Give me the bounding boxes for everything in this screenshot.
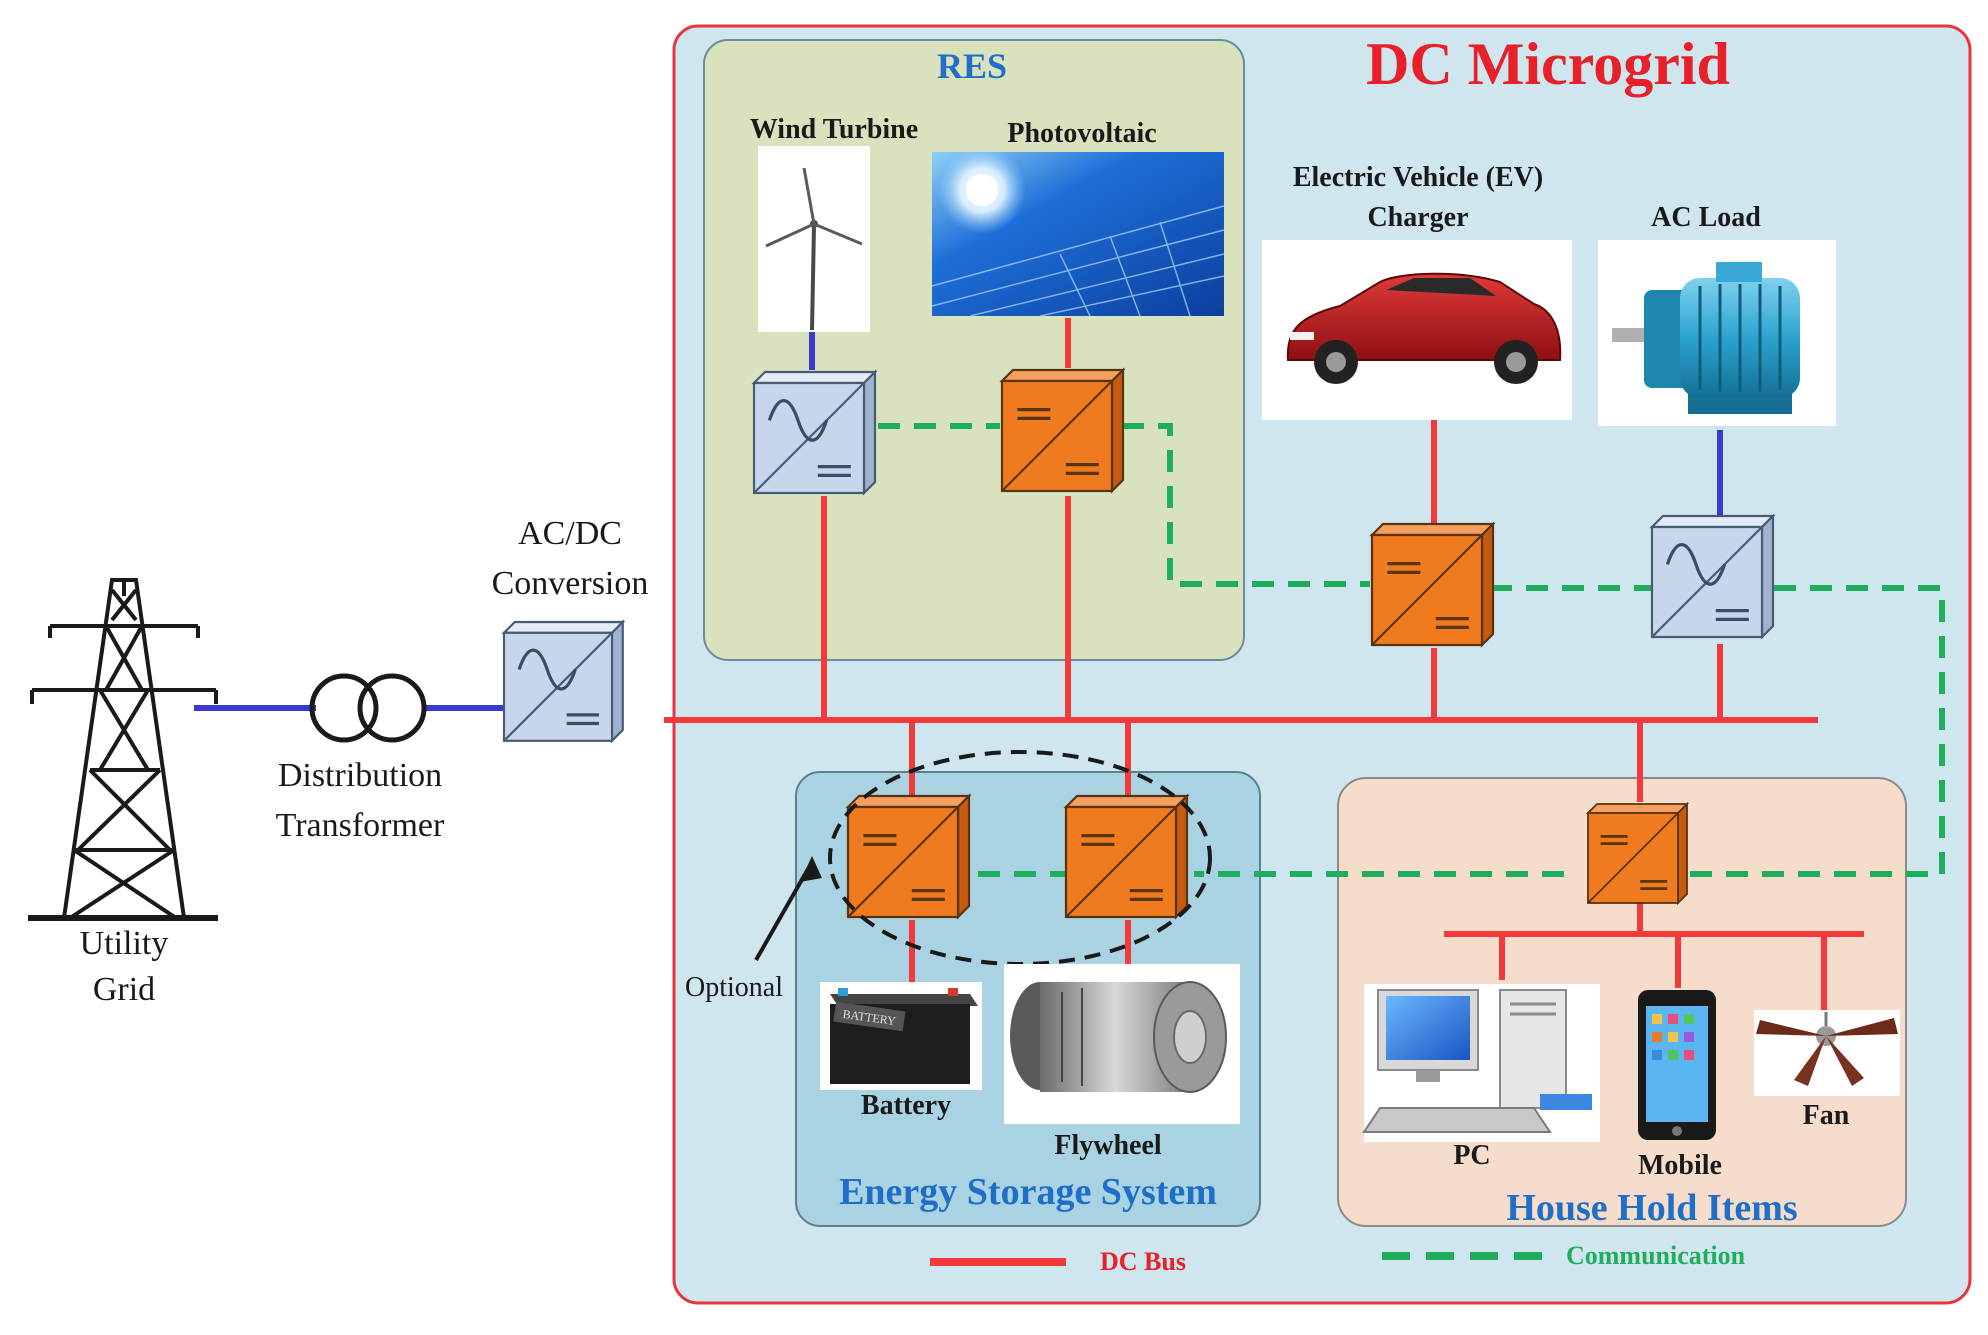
flywheel-image xyxy=(1004,964,1240,1124)
battery-label: Battery xyxy=(861,1090,951,1121)
optional-label: Optional xyxy=(685,972,783,1003)
page-title: DC Microgrid xyxy=(1366,31,1730,97)
ess-label: Energy Storage System xyxy=(839,1171,1217,1213)
flywheel-label: Flywheel xyxy=(1054,1130,1162,1161)
transformer-icon xyxy=(309,673,427,743)
transformer-label-1: Distribution xyxy=(278,757,442,794)
household-label: House Hold Items xyxy=(1506,1187,1797,1229)
pc-image xyxy=(1362,984,1600,1142)
ac-motor-image xyxy=(1598,240,1836,426)
pc-label: PC xyxy=(1453,1140,1490,1171)
communication-lines xyxy=(878,423,1945,877)
ceiling-fan-image xyxy=(1754,1010,1900,1096)
legend-dc-bus-label: DC Bus xyxy=(1100,1247,1186,1276)
utility-grid-label-1: Utility xyxy=(80,925,169,962)
ac-load-label: AC Load xyxy=(1651,202,1761,233)
ev-charger-label-2: Charger xyxy=(1367,202,1468,233)
photovoltaic-image xyxy=(931,146,1225,317)
mobile-label: Mobile xyxy=(1638,1150,1722,1181)
wind-turbine-label: Wind Turbine xyxy=(750,114,918,145)
photovoltaic-label: Photovoltaic xyxy=(1007,118,1156,149)
wind-turbine-image xyxy=(758,146,870,332)
ac-lines xyxy=(194,326,1723,711)
pv-dc-dc-converter-icon xyxy=(1000,368,1125,493)
transmission-tower-icon xyxy=(28,578,218,921)
acdc-conversion-label-2: Conversion xyxy=(492,565,649,602)
grid-ac-dc-converter-icon xyxy=(502,620,625,743)
electric-car-image xyxy=(1262,240,1572,420)
legend-communication-label: Communication xyxy=(1566,1241,1746,1270)
wind-ac-dc-converter-icon xyxy=(752,370,877,495)
acload-ac-dc-converter-icon xyxy=(1650,514,1775,639)
ev-charger-label-1: Electric Vehicle (EV) xyxy=(1293,162,1543,193)
battery-image: BATTERY xyxy=(820,982,982,1090)
ev-dc-dc-converter-icon xyxy=(1370,522,1495,647)
mobile-phone-image xyxy=(1638,990,1716,1140)
fan-label: Fan xyxy=(1803,1100,1850,1131)
acdc-conversion-label-1: AC/DC xyxy=(518,515,622,552)
battery-dc-dc-converter-icon xyxy=(846,794,971,919)
utility-grid-label-2: Grid xyxy=(93,971,155,1008)
dc-bus xyxy=(664,318,1864,1018)
household-dc-dc-converter-icon xyxy=(1586,802,1689,905)
optional-arrowhead xyxy=(800,856,822,882)
res-label: RES xyxy=(937,46,1007,86)
transformer-label-2: Transformer xyxy=(276,807,445,844)
flywheel-dc-dc-converter-icon xyxy=(1064,794,1189,919)
